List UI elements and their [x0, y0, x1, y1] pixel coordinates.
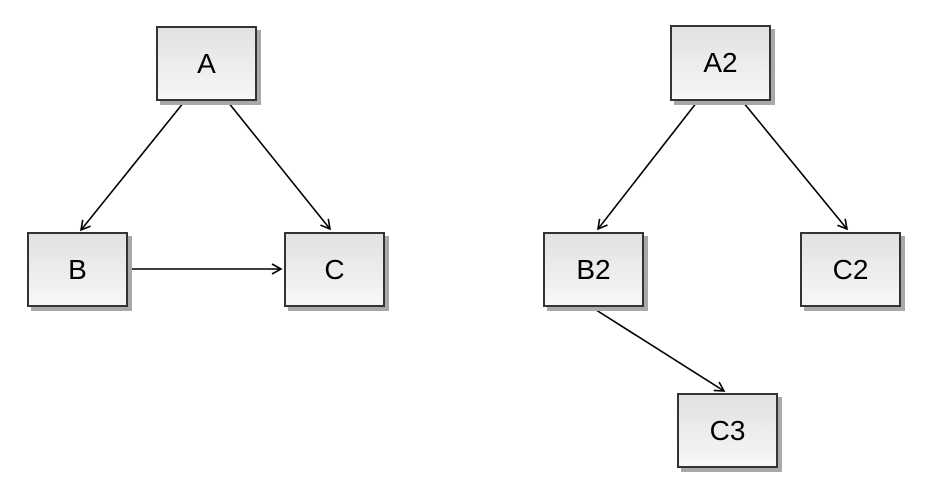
- node-C2: C2: [800, 232, 901, 307]
- edge-A-C: [227, 101, 332, 231]
- edge-A2-B2: [596, 101, 698, 231]
- node-label: C3: [709, 414, 746, 446]
- node-B: B: [27, 232, 128, 307]
- edge-A-B: [79, 101, 185, 232]
- edge-B2-C3: [592, 307, 726, 392]
- node-label: C2: [832, 253, 869, 285]
- node-C3: C3: [677, 393, 778, 468]
- node-label: A: [197, 47, 216, 79]
- node-A2: A2: [670, 25, 771, 101]
- node-label: B2: [576, 253, 611, 285]
- node-B2: B2: [543, 232, 644, 307]
- edge-A2-C2: [742, 101, 849, 231]
- node-label: B: [68, 253, 87, 285]
- node-label: C: [324, 253, 345, 285]
- node-C: C: [284, 232, 385, 307]
- node-label: A2: [703, 47, 738, 78]
- node-A: A: [156, 26, 257, 101]
